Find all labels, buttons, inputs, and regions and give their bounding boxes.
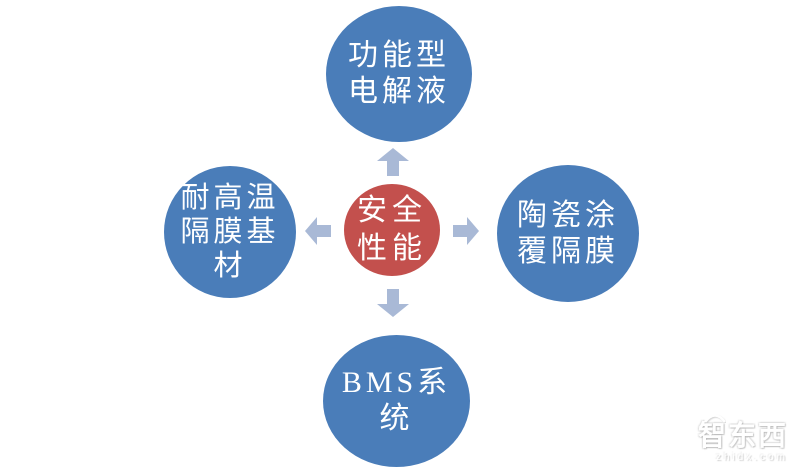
watermark-brand: 智东西 [697,420,788,451]
node-bms-system: BMS系 统 [323,335,470,467]
arrow-left-icon [305,217,331,245]
node-label-line: 材 [213,250,247,282]
watermark-antenna-icon [704,414,726,423]
arrow-up-icon [377,148,409,176]
arrow-right-icon [453,217,479,245]
node-label-line: 隔膜基 [180,216,280,248]
node-label-line: 电解液 [348,75,450,108]
node-label-line: 耐高温 [180,182,280,214]
node-label-line: 性能 [357,232,427,265]
node-heat-resistant-separator-base: 耐高温 隔膜基 材 [164,166,296,298]
node-label-line: 覆隔膜 [517,234,619,268]
node-ceramic-coated-separator: 陶瓷涂 覆隔膜 [497,165,639,302]
node-label-line: 统 [379,402,414,435]
node-label-line: BMS系 [341,366,452,399]
node-label-line: 陶瓷涂 [517,198,619,232]
watermark-domain: zhidx.com [715,452,788,463]
node-label-line: 功能型 [348,39,450,72]
node-safety-performance-center: 安全 性能 [344,184,440,276]
node-functional-electrolyte: 功能型 电解液 [326,6,472,142]
node-label-line: 安全 [357,194,427,227]
watermark: 智东西 zhidx.com [697,414,788,463]
arrow-down-icon [377,289,409,317]
